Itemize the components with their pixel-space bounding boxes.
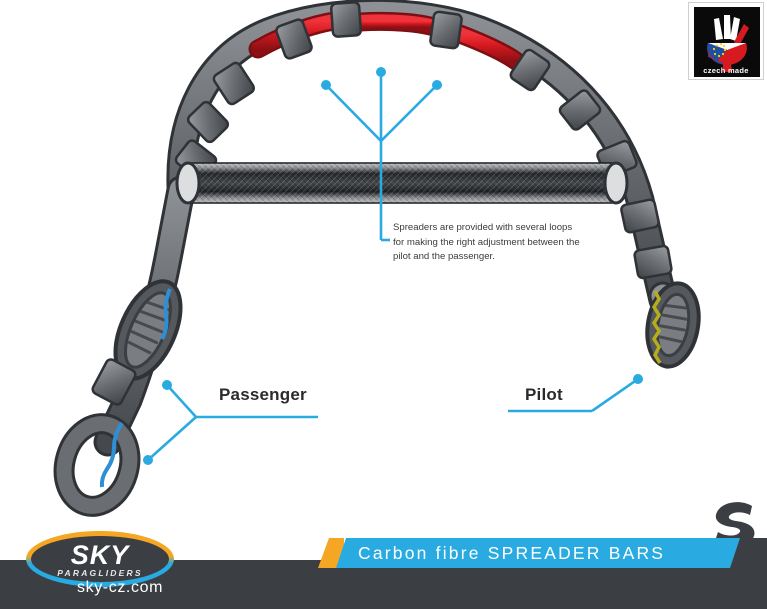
banner-title: Carbon fibre SPREADER BARS xyxy=(358,543,666,563)
passenger-label: Passenger xyxy=(219,385,307,404)
callout-leader-lines xyxy=(325,72,438,242)
pilot-label: Pilot xyxy=(525,385,563,404)
spreader-note-text: Spreaders are provided with several loop… xyxy=(393,222,580,262)
czech-hand-icon xyxy=(707,15,749,72)
upper-strap-arc xyxy=(166,0,678,315)
passenger-strap xyxy=(53,175,196,517)
banner-blue-body xyxy=(336,538,740,568)
product-banner: Carbon fibre SPREADER BARS xyxy=(318,538,767,568)
passenger-stitch-line xyxy=(160,288,172,340)
logo-wordmark: SKY xyxy=(70,540,130,570)
strap-buckles xyxy=(174,1,673,280)
logo-core xyxy=(31,536,169,582)
czech-made-badge: czech made xyxy=(688,2,764,80)
carbon-fibre-bar xyxy=(175,161,629,205)
pilot-leader xyxy=(508,377,639,413)
pilot-leader-dot xyxy=(633,374,643,384)
callout-dots xyxy=(321,67,442,90)
sky-s-mark-icon xyxy=(714,502,755,548)
passenger-leader-dots xyxy=(143,380,172,465)
pilot-strap xyxy=(645,281,701,369)
pilot-stitch-line xyxy=(651,290,662,364)
passenger-leader xyxy=(147,384,318,461)
czech-made-caption: czech made xyxy=(703,66,749,75)
logo-subtitle: PARAGLIDERS xyxy=(57,568,143,578)
website-url[interactable]: sky-cz.com xyxy=(77,579,163,596)
sky-paragliders-logo[interactable]: SKY PARAGLIDERS xyxy=(26,531,174,587)
czech-made-badge-inner xyxy=(694,7,760,77)
